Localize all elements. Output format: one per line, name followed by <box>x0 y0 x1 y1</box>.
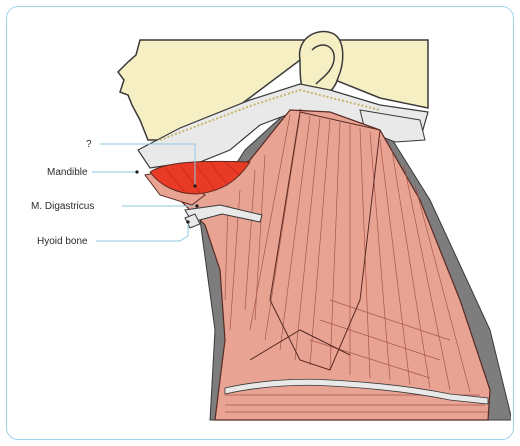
highlighted-muscle <box>149 160 251 195</box>
leader-line-question <box>100 143 196 186</box>
head-skin <box>117 39 429 141</box>
leader-line-hyoid <box>96 222 189 242</box>
label-mandible: Mandible <box>47 167 88 178</box>
label-hyoid-bone: Hyoid bone <box>37 236 88 247</box>
clavicle <box>224 378 489 405</box>
label-question: ? <box>86 139 92 150</box>
neck-muscles <box>173 109 491 421</box>
label-digastricus: M. Digastricus <box>31 201 94 212</box>
